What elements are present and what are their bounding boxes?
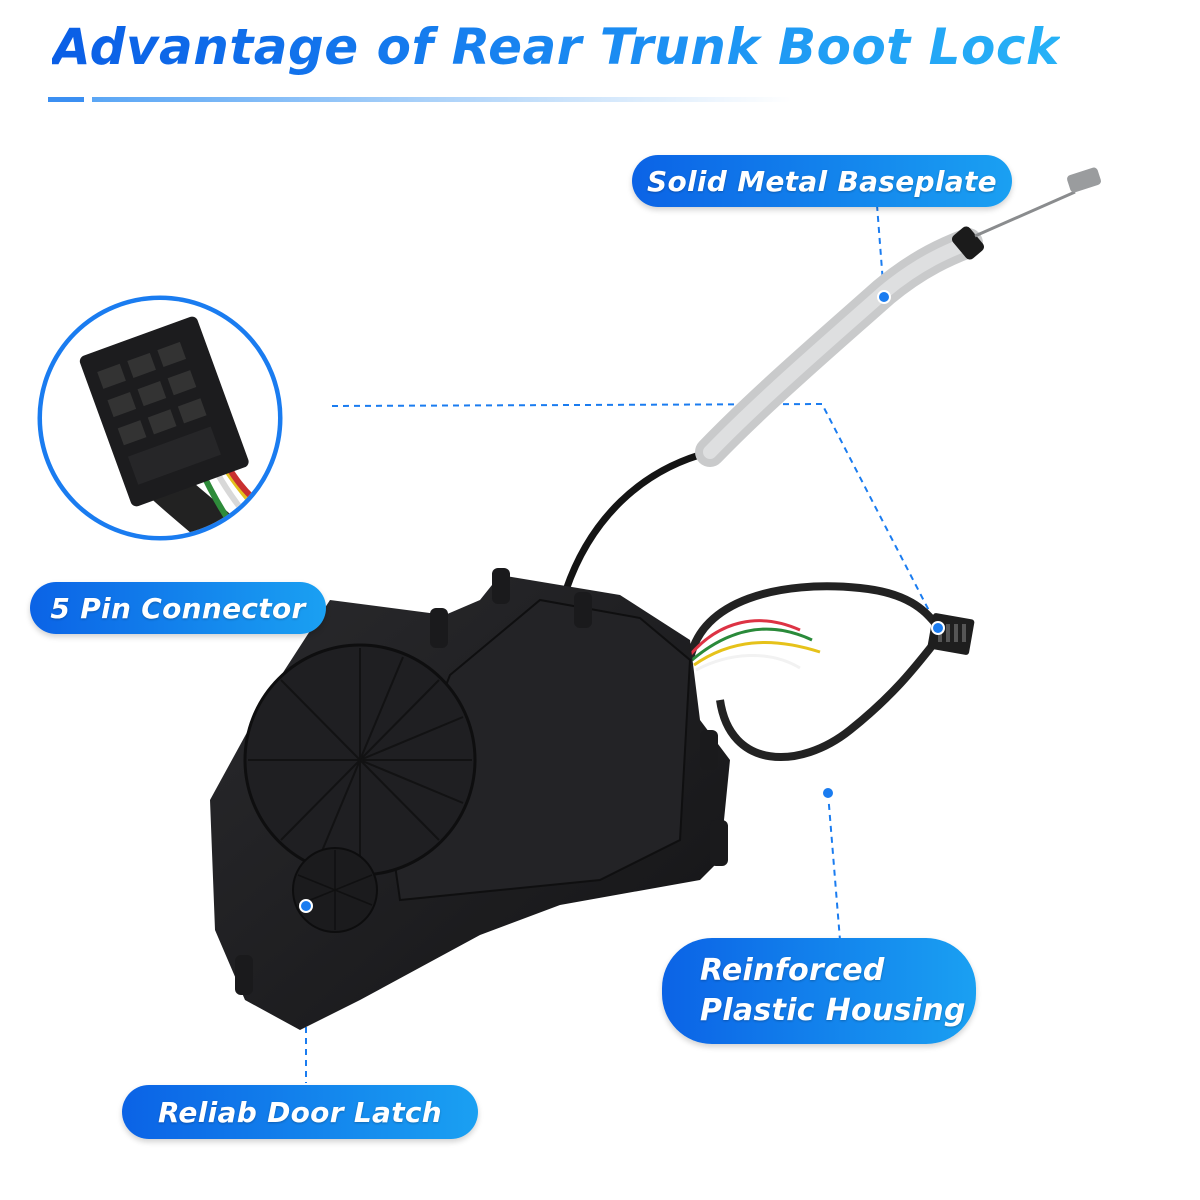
title-underline-short (48, 97, 84, 102)
label-5-pin-connector: 5 Pin Connector (30, 582, 326, 634)
title-underline-long (92, 97, 792, 102)
connector-zoom-circle (37, 295, 283, 541)
callout-dots (299, 290, 945, 913)
label-reinforced-plastic-housing: Reinforced Plastic Housing (662, 938, 976, 1044)
label-text: Reliab Door Latch (157, 1095, 443, 1129)
label-text: Solid Metal Baseplate (647, 164, 997, 198)
label-text-line-1: Reinforced (700, 953, 885, 988)
page-title: Advantage of Rear Trunk Boot Lock (52, 18, 1060, 76)
latch-body (210, 568, 730, 1030)
wire-harness (686, 582, 975, 761)
label-text-line-2: Plastic Housing (700, 993, 966, 1028)
label-text: 5 Pin Connector (50, 591, 306, 625)
label-solid-metal-baseplate: Solid Metal Baseplate (632, 155, 1012, 207)
label-reliab-door-latch: Reliab Door Latch (122, 1085, 478, 1139)
release-cable (562, 167, 1101, 594)
